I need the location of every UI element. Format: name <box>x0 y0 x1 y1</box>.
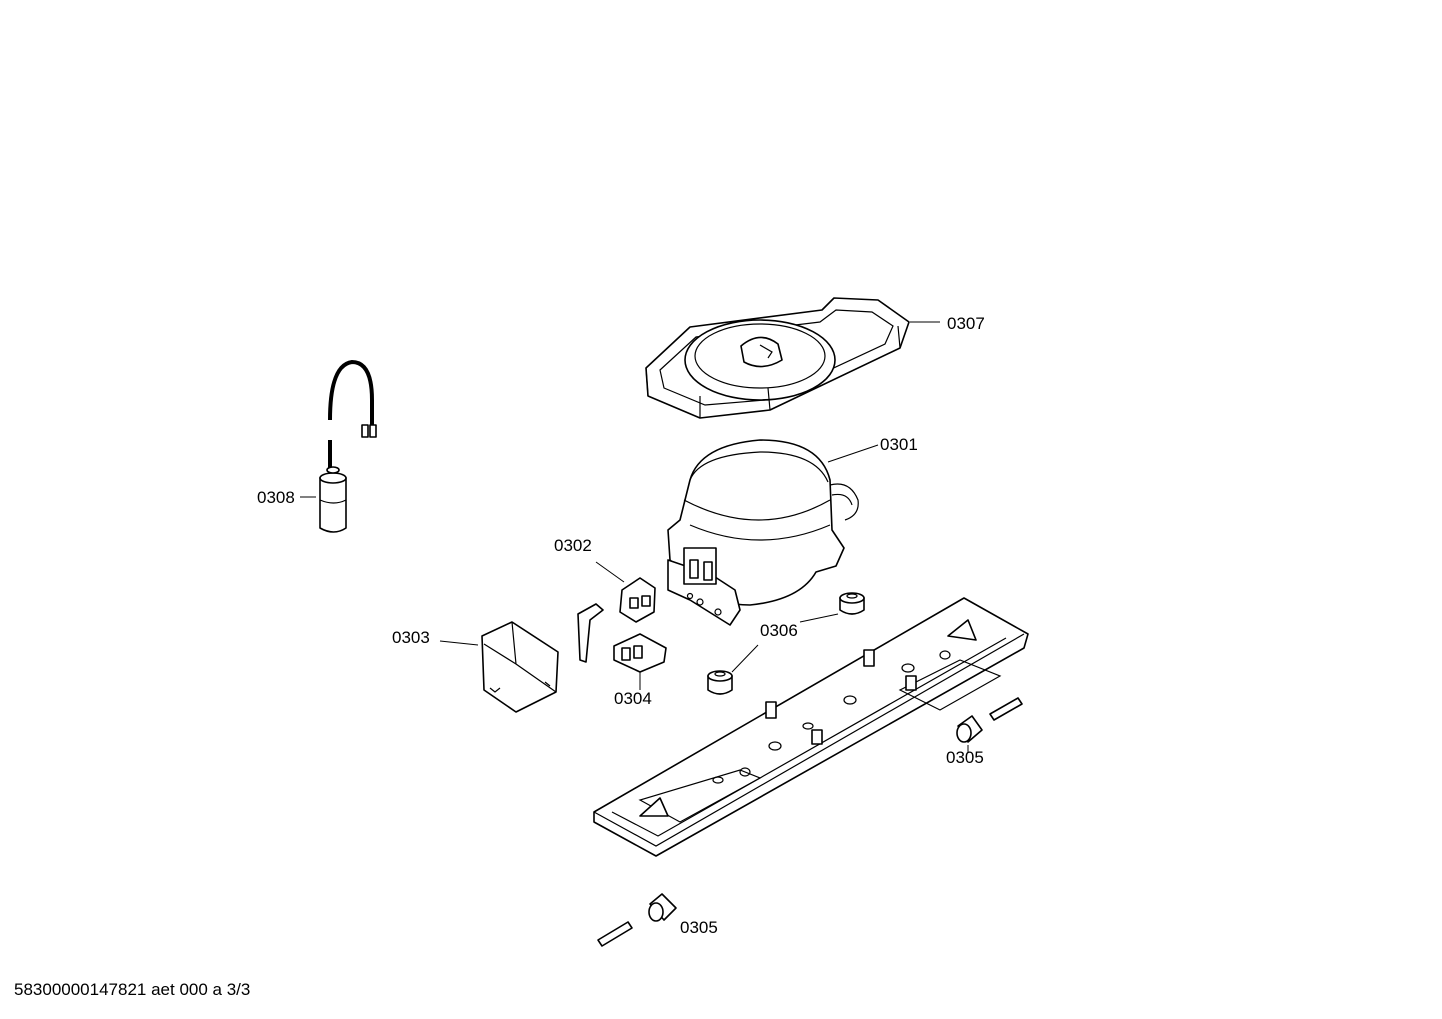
part-0303-cover <box>439 621 559 713</box>
label-0306: 0306 <box>760 621 798 640</box>
base-rail <box>593 597 1029 857</box>
part-0301-compressor <box>667 439 879 626</box>
part-0305-bushing-right <box>956 697 1023 743</box>
label-0305-bottom: 0305 <box>680 918 718 937</box>
part-0305-bushing-bottom <box>597 893 677 947</box>
label-0304: 0304 <box>614 689 652 708</box>
part-0302-relay <box>577 561 656 663</box>
label-0308: 0308 <box>257 488 295 507</box>
label-0307: 0307 <box>947 314 985 333</box>
label-0302: 0302 <box>554 536 592 555</box>
part-0306-grommets <box>707 592 865 695</box>
label-0303: 0303 <box>392 628 430 647</box>
drawing-reference: 58300000147821 aet 000 a 3/3 <box>14 980 251 999</box>
part-0307-tray <box>645 297 910 419</box>
part-0308-capacitor <box>319 359 377 533</box>
label-0301: 0301 <box>880 435 918 454</box>
label-0305-right: 0305 <box>946 748 984 767</box>
part-0304-overload <box>613 633 667 690</box>
